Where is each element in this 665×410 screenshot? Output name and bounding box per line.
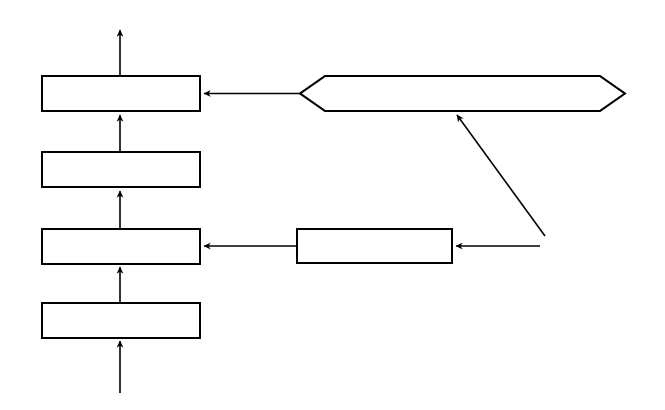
node-stage-3[interactable]	[41, 228, 201, 265]
edge-annotation-to-hexagon-arrow	[456, 114, 546, 237]
side-hexagon-shape[interactable]	[298, 75, 627, 112]
node-side-hexagon[interactable]	[298, 75, 627, 112]
stage-4-rectangle[interactable]	[41, 302, 201, 339]
node-stage-4[interactable]	[41, 302, 201, 339]
node-side-rectangle[interactable]	[296, 228, 453, 264]
side-rectangle-shape[interactable]	[296, 228, 453, 264]
node-stage-2[interactable]	[41, 151, 201, 188]
stage-3-rectangle[interactable]	[41, 228, 201, 265]
node-stage-1[interactable]	[41, 75, 201, 112]
stage-2-rectangle[interactable]	[41, 151, 201, 188]
stage-1-rectangle[interactable]	[41, 75, 201, 112]
